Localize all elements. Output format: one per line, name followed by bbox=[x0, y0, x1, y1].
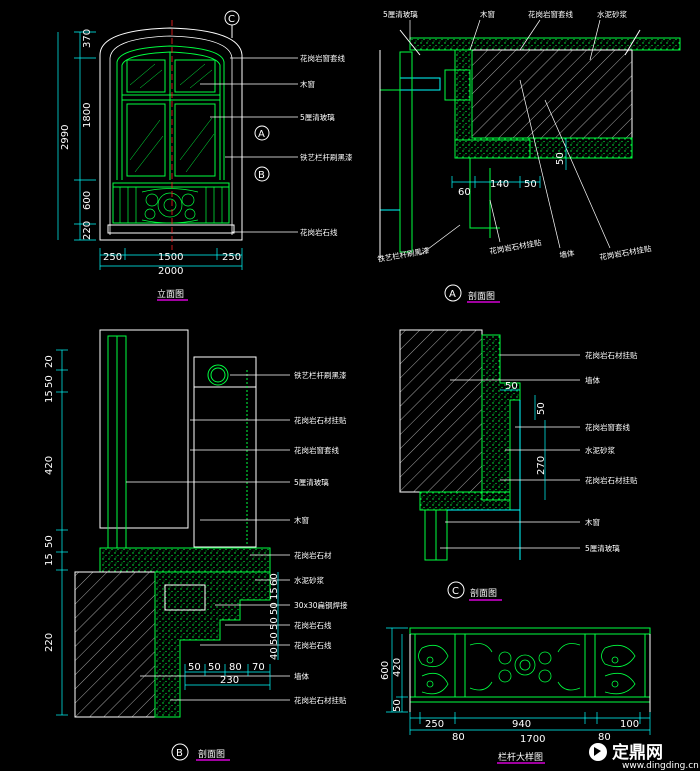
elev-label-2: 5厘清玻璃 bbox=[300, 112, 335, 122]
section-c-drawing bbox=[399, 329, 580, 601]
sec-c-label-3: 水泥砂浆 bbox=[585, 445, 615, 455]
sec-b-label-9: 花岗岩石线 bbox=[294, 640, 332, 650]
sec-c-label-6: 5厘清玻璃 bbox=[585, 543, 620, 553]
sec-b-title: 剖面图 bbox=[198, 748, 225, 760]
sec-b-label-10: 墙体 bbox=[294, 671, 309, 681]
sec-c-label-5: 木窗 bbox=[585, 517, 600, 527]
sec-a-bottom-label-2: 墙体 bbox=[559, 247, 576, 260]
railing-detail-drawing bbox=[386, 627, 651, 764]
sec-c-dim-50b: 50 bbox=[536, 402, 547, 415]
sec-b-label-11: 花岗岩石材挂贴 bbox=[294, 695, 347, 705]
elev-mark-c: C bbox=[228, 14, 235, 25]
sec-b-label-6: 水泥砂浆 bbox=[294, 575, 324, 585]
sec-b-vdim-420: 420 bbox=[44, 456, 55, 475]
elev-label-3: 铁艺栏杆刷黑漆 bbox=[300, 152, 353, 162]
sec-b-bdim-70: 70 bbox=[252, 662, 265, 673]
elev-dim-220: 220 bbox=[82, 221, 93, 240]
sec-b-label-1: 花岗岩石材挂贴 bbox=[294, 415, 347, 425]
elev-dim-1500: 1500 bbox=[158, 252, 183, 263]
sec-a-top-label-1: 木窗 bbox=[480, 9, 495, 19]
sec-a-dim-50b: 50 bbox=[555, 152, 566, 165]
sec-c-label-0: 花岗岩石材挂贴 bbox=[585, 350, 638, 360]
sec-b-label-5: 花岗岩石材 bbox=[294, 550, 332, 560]
sec-b-side-60: 60 bbox=[269, 573, 280, 586]
elev-mark-b: B bbox=[258, 170, 265, 181]
sec-c-label-2: 花岗岩窗套线 bbox=[585, 422, 630, 432]
elev-label-0: 花岗岩窗套线 bbox=[300, 53, 345, 63]
elev-dim-370: 370 bbox=[82, 29, 93, 48]
rail-vdim-420: 420 bbox=[392, 658, 403, 677]
rail-bdim-80a: 80 bbox=[452, 732, 465, 743]
sec-c-title: 剖面图 bbox=[470, 587, 497, 599]
sec-a-top-label-2: 花岗岩窗套线 bbox=[528, 9, 573, 19]
sec-a-top-label-0: 5厘清玻璃 bbox=[383, 9, 418, 19]
sec-c-label-1: 墙体 bbox=[585, 375, 600, 385]
sec-b-label-3: 5厘清玻璃 bbox=[294, 477, 329, 487]
sec-b-vdim-15b: 15 bbox=[44, 553, 55, 566]
sec-c-dim-270: 270 bbox=[536, 456, 547, 475]
elev-label-1: 木窗 bbox=[300, 79, 315, 89]
sec-b-label-0: 铁艺栏杆刷黑漆 bbox=[294, 370, 347, 380]
sec-b-label-2: 花岗岩窗套线 bbox=[294, 445, 339, 455]
sec-a-dim-140: 140 bbox=[490, 179, 509, 190]
sec-b-label-8: 花岗岩石线 bbox=[294, 620, 332, 630]
sec-b-side-50b: 50 bbox=[269, 617, 280, 630]
sec-c-mark: C bbox=[452, 586, 459, 597]
sec-a-top-label-3: 水泥砂浆 bbox=[597, 9, 627, 19]
watermark-url: www.dingding.cn bbox=[622, 761, 699, 771]
elev-label-4: 花岗岩石线 bbox=[300, 227, 338, 237]
sec-b-side-40: 40 bbox=[269, 647, 280, 660]
section-b-drawing bbox=[56, 329, 290, 761]
sec-a-bottom-label-0: 铁艺栏杆刷黑漆 bbox=[377, 245, 431, 264]
sec-a-bottom-label-3: 花岗岩石材挂贴 bbox=[599, 243, 653, 262]
sec-a-bottom-label-1: 花岗岩石材挂贴 bbox=[489, 237, 543, 256]
watermark-text: 定鼎网 bbox=[612, 742, 663, 763]
sec-b-vdim-50: 50 bbox=[44, 375, 55, 388]
sec-b-side-50c: 50 bbox=[269, 632, 280, 645]
rail-bdim-100: 100 bbox=[620, 719, 639, 730]
elev-dim-600: 600 bbox=[82, 191, 93, 210]
sec-a-dim-60: 60 bbox=[458, 187, 471, 198]
elev-dim-1800: 1800 bbox=[82, 103, 93, 128]
sec-b-bdim-80: 80 bbox=[229, 662, 242, 673]
rail-bdim-250: 250 bbox=[425, 719, 444, 730]
sec-b-bdim-50a: 50 bbox=[188, 662, 201, 673]
sec-b-vdim-50b: 50 bbox=[44, 535, 55, 548]
watermark-logo bbox=[589, 743, 607, 761]
railing-title: 栏杆大样图 bbox=[498, 751, 543, 763]
sec-b-mark: B bbox=[176, 748, 183, 759]
sec-b-side-15: 15 bbox=[269, 587, 280, 600]
sec-b-bdim-50b: 50 bbox=[208, 662, 221, 673]
elev-dim-total-width: 2000 bbox=[158, 266, 183, 277]
sec-b-label-7: 30x30扁钢焊接 bbox=[294, 600, 348, 610]
elev-dim-total-height: 2990 bbox=[60, 125, 71, 150]
rail-bdim-940: 940 bbox=[512, 719, 531, 730]
sec-b-bdim-total: 230 bbox=[220, 675, 239, 686]
sec-a-mark: A bbox=[449, 289, 456, 300]
sec-b-label-4: 木窗 bbox=[294, 515, 309, 525]
rail-vdim-600: 600 bbox=[380, 661, 391, 680]
rail-vdim-50: 50 bbox=[392, 699, 403, 712]
rail-bdim-80b: 80 bbox=[598, 732, 611, 743]
sec-a-title: 剖面图 bbox=[468, 290, 495, 302]
sec-b-side-50a: 50 bbox=[269, 602, 280, 615]
rail-bdim-total: 1700 bbox=[520, 734, 545, 745]
sec-b-vdim-220: 220 bbox=[44, 633, 55, 652]
sec-b-vdim-20: 20 bbox=[44, 355, 55, 368]
elev-dim-250-left: 250 bbox=[103, 252, 122, 263]
elevation-drawing bbox=[57, 10, 298, 301]
sec-a-dim-50a: 50 bbox=[524, 179, 537, 190]
sec-c-label-4: 花岗岩石材挂贴 bbox=[585, 475, 638, 485]
elevation-title: 立面图 bbox=[157, 288, 184, 300]
sec-b-vdim-15a: 15 bbox=[44, 390, 55, 403]
elev-dim-250-right: 250 bbox=[222, 252, 241, 263]
sec-c-dim-50a: 50 bbox=[505, 381, 518, 392]
elev-mark-a: A bbox=[258, 129, 265, 140]
section-a-drawing bbox=[379, 19, 681, 303]
